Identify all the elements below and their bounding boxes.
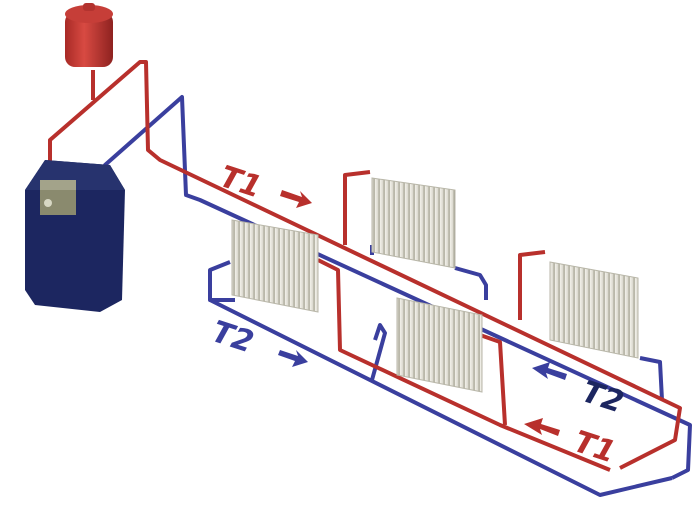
supply-pipes (48, 60, 682, 472)
arrow-left-icon (532, 362, 567, 380)
return-pipes (103, 95, 692, 497)
expansion-tank (65, 3, 113, 67)
label-t1-supply-bottom: T1 (570, 424, 620, 470)
boiler (25, 160, 125, 312)
radiator-top (371, 177, 456, 269)
radiator-left (231, 219, 319, 313)
arrow-right-icon (278, 350, 308, 367)
radiator-front (396, 297, 483, 393)
arrow-right-icon (280, 190, 312, 208)
arrow-left-icon (524, 418, 560, 436)
label-t1-supply: T1 (216, 159, 266, 205)
radiator-right (549, 261, 639, 359)
